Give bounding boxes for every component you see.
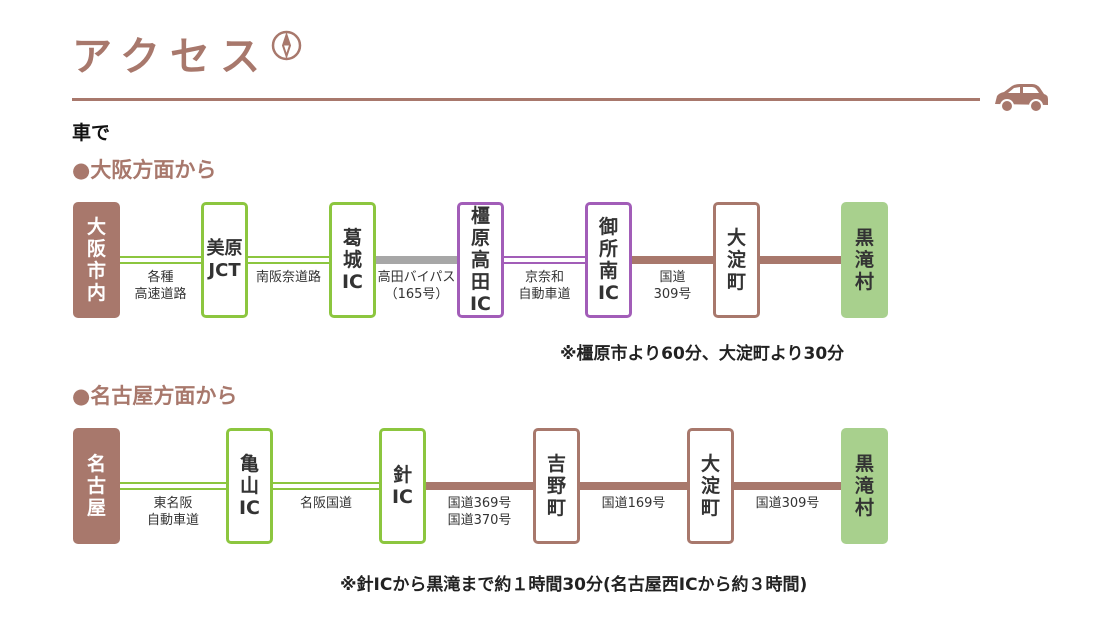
osaka-road-label-line: 国道 [659, 270, 686, 285]
osaka-node-label: 美原JCT [206, 238, 243, 281]
nagoya-road-label-line: 国道309号 [755, 496, 820, 511]
osaka-road-label-2: 高田バイパス （165号） [378, 269, 456, 303]
header-divider [72, 98, 980, 101]
nagoya-node-label: 吉野町 [546, 453, 566, 519]
nagoya-road-label-0: 東名阪自動車道 [147, 495, 199, 529]
nagoya-node-1: 亀山IC [226, 428, 273, 544]
osaka-road-label-4: 国道 309号 [654, 269, 692, 303]
nagoya-road-label-line: 自動車道 [146, 513, 200, 528]
nagoya-road-label-line: 国道169号 [601, 496, 666, 511]
osaka-road-label-line: 309号 [653, 287, 692, 302]
osaka-node-label: 橿原高田IC [469, 205, 491, 315]
nagoya-note: ※針ICから黒滝まで約１時間30分(名古屋西ICから約３時間) [340, 575, 808, 595]
nagoya-node-label: 針IC [391, 464, 413, 508]
osaka-road-3 [504, 256, 585, 264]
nagoya-road-label-line: 東名阪 [153, 496, 193, 511]
nagoya-road-label-3: 国道169号 [602, 495, 666, 512]
nagoya-road-label-4: 国道309号 [756, 495, 820, 512]
nagoya-road-label-line: 国道369号 [447, 496, 512, 511]
nagoya-road-label-2: 国道369号国道370号 [448, 495, 512, 529]
osaka-road-label-0: 各種高速道路 [134, 269, 186, 303]
nagoya-road-0 [120, 482, 226, 490]
osaka-road-label-line: 各種 [147, 270, 174, 285]
nagoya-node-3: 吉野町 [533, 428, 580, 544]
osaka-node-1: 美原JCT [201, 202, 248, 318]
osaka-node-label: 葛城IC [341, 227, 363, 293]
nagoya-road-2 [426, 482, 533, 490]
nagoya-node-label: 名古屋 [86, 453, 106, 519]
osaka-node-4: 御所南IC [585, 202, 632, 318]
osaka-road-label-line: 高速道路 [134, 287, 187, 302]
osaka-road-4 [632, 256, 713, 264]
osaka-road-label-line: 自動車道 [518, 287, 571, 302]
osaka-heading: ●大阪方面から [72, 158, 217, 182]
osaka-node-label: 御所南IC [597, 216, 619, 304]
osaka-node-0: 大阪市内 [73, 202, 120, 318]
nagoya-node-0: 名古屋 [73, 428, 120, 544]
page-title: アクセス [72, 34, 270, 80]
car-icon [995, 84, 1048, 113]
osaka-road-label-1: 南阪奈道路 [256, 269, 321, 286]
osaka-node-label: 大淀町 [726, 227, 746, 293]
nagoya-node-label: 黒滝村 [854, 453, 874, 519]
osaka-node-label: 大阪市内 [86, 216, 106, 304]
car-route-label: 車で [72, 122, 111, 144]
compass-icon [271, 30, 302, 61]
osaka-road-5 [760, 256, 841, 264]
nagoya-road-1 [273, 482, 379, 490]
osaka-node-6: 黒滝村 [841, 202, 888, 318]
nagoya-road-3 [580, 482, 687, 490]
osaka-road-0 [120, 256, 201, 264]
nagoya-node-4: 大淀町 [687, 428, 734, 544]
nagoya-node-2: 針IC [379, 428, 426, 544]
osaka-road-label-line: 京奈和 [524, 270, 565, 285]
nagoya-node-5: 黒滝村 [841, 428, 888, 544]
nagoya-road-label-line: 国道370号 [447, 513, 512, 528]
osaka-node-label: 黒滝村 [854, 227, 874, 293]
osaka-road-label-line: （165号） [384, 287, 449, 302]
osaka-road-label-3: 京奈和自動車道 [518, 269, 570, 303]
osaka-road-1 [248, 256, 329, 264]
osaka-road-2 [376, 256, 457, 264]
osaka-node-2: 葛城IC [329, 202, 376, 318]
nagoya-heading: ●名古屋方面から [72, 384, 238, 408]
osaka-note: ※橿原市より60分、大淀町より30分 [560, 344, 845, 364]
nagoya-node-label: 大淀町 [700, 453, 720, 519]
nagoya-road-label-line: 名阪国道 [299, 496, 353, 511]
osaka-road-label-line: 高田バイパス [377, 270, 456, 285]
osaka-node-5: 大淀町 [713, 202, 760, 318]
nagoya-road-4 [734, 482, 841, 490]
nagoya-node-label: 亀山IC [238, 453, 260, 519]
osaka-road-label-line: 南阪奈道路 [255, 270, 322, 285]
osaka-node-3: 橿原高田IC [457, 202, 504, 318]
nagoya-road-label-1: 名阪国道 [300, 495, 352, 512]
